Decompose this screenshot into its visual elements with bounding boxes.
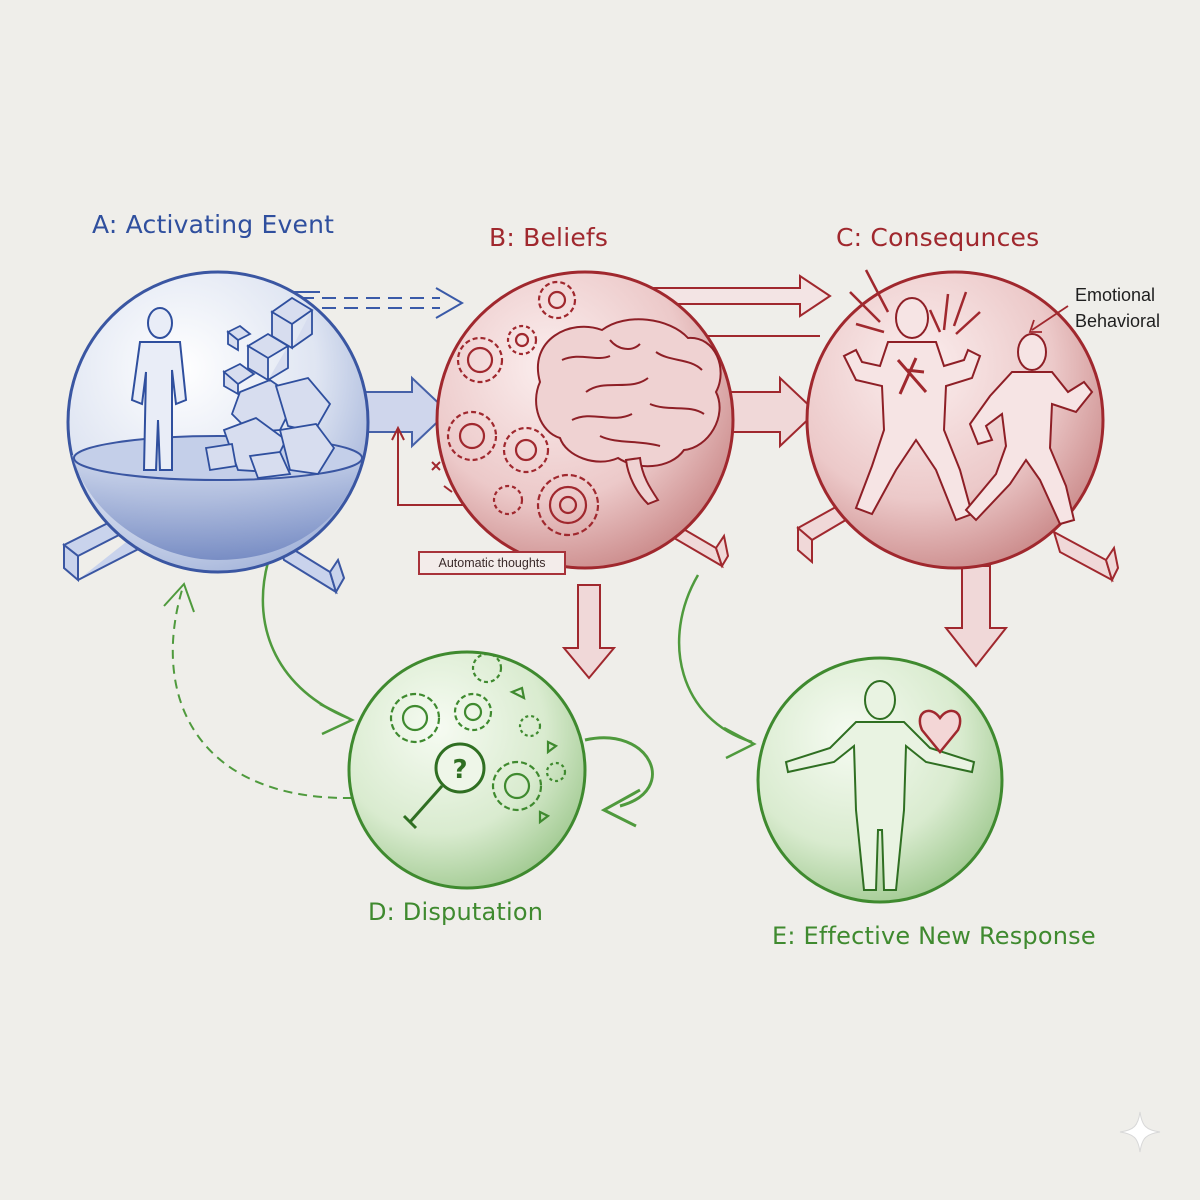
- gear-icon: [446, 280, 600, 537]
- sphere-a-bowl: [72, 455, 362, 560]
- annotation-behavioral: Behavioral: [1075, 311, 1161, 331]
- connector-b-to-d: [561, 584, 617, 680]
- falling-cubes-icon: [204, 296, 336, 479]
- label-effective-new-response: E: Effective New Response: [772, 922, 1096, 950]
- angry-figure-icon: [842, 297, 982, 522]
- node-b-beliefs: [431, 270, 735, 570]
- emotion-burst-icon: [849, 269, 981, 335]
- node-a-activating-event: [62, 270, 370, 595]
- standing-person-icon: [130, 307, 188, 471]
- node-d-disputation: ?: [347, 650, 587, 890]
- connector-d-self-loop: [584, 736, 654, 828]
- annotation-automatic-thoughts: Automatic thoughts: [418, 551, 566, 575]
- label-beliefs: B: Beliefs: [489, 223, 609, 252]
- question-mark-glyph: ?: [452, 755, 467, 785]
- brain-icon: [535, 318, 722, 506]
- fighting-figure-icon: [964, 333, 1094, 526]
- label-activating-event: A: Activating Event: [92, 210, 335, 239]
- connector-c-to-e: [943, 559, 1009, 668]
- sparkle-icon: [1119, 1111, 1161, 1153]
- connector-b-to-e: [677, 574, 757, 760]
- heart-icon: [918, 709, 962, 754]
- label-consequences: C: Consequnces: [836, 223, 1040, 252]
- open-arms-person-icon: [784, 680, 976, 891]
- node-e-effective-response: [756, 656, 1004, 904]
- gear-icon: [389, 652, 567, 825]
- automatic-thoughts-sparks: [431, 461, 453, 493]
- magnifier-question-icon: [402, 742, 486, 830]
- connector-a-to-d: [261, 561, 355, 736]
- label-disputation: D: Disputation: [368, 898, 544, 926]
- node-c-consequences: [796, 269, 1120, 583]
- connector-d-to-a-feedback: [163, 582, 353, 800]
- sphere-c: [805, 270, 1105, 570]
- annotation-pointer: [1028, 305, 1069, 333]
- annotation-emotional: Emotional: [1075, 285, 1156, 305]
